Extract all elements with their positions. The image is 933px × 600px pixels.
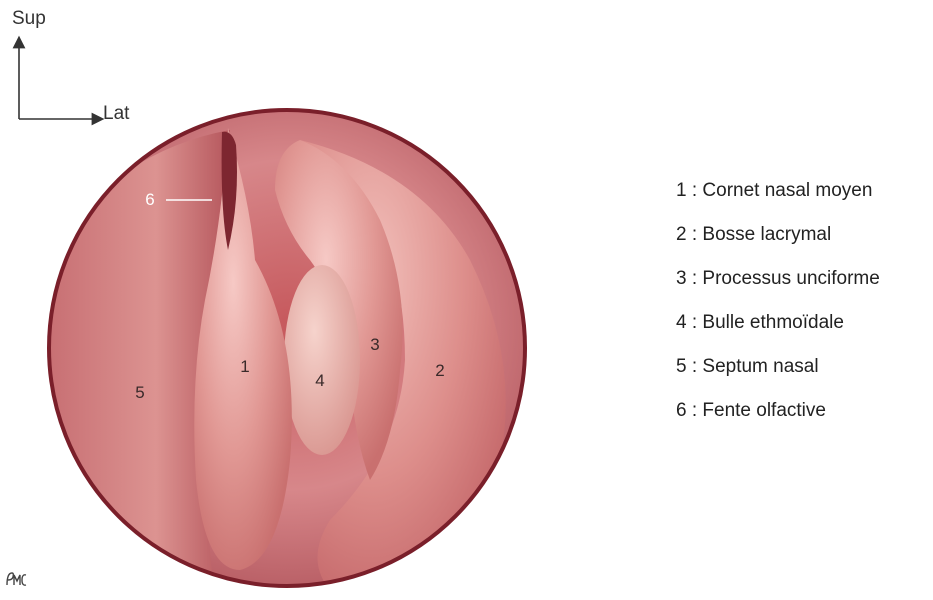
- legend-item-3: 3 : Processus unciforme: [676, 266, 880, 310]
- legend-item-1: 1 : Cornet nasal moyen: [676, 178, 880, 222]
- publisher-logo: [5, 567, 27, 589]
- bulle-ethmoidale-shape: [284, 265, 360, 455]
- legend-item-4: 4 : Bulle ethmoïdale: [676, 310, 880, 354]
- label-number-3: 3: [370, 335, 379, 354]
- label-number-1: 1: [240, 357, 249, 376]
- label-number-6: 6: [145, 190, 154, 209]
- legend: 1 : Cornet nasal moyen 2 : Bosse lacryma…: [676, 178, 880, 442]
- label-number-5: 5: [135, 383, 144, 402]
- endoscope-field: [40, 100, 540, 600]
- legend-item-2: 2 : Bosse lacrymal: [676, 222, 880, 266]
- label-number-2: 2: [435, 361, 444, 380]
- legend-item-6: 6 : Fente olfactive: [676, 398, 880, 442]
- label-number-4: 4: [315, 371, 324, 390]
- legend-item-5: 5 : Septum nasal: [676, 354, 880, 398]
